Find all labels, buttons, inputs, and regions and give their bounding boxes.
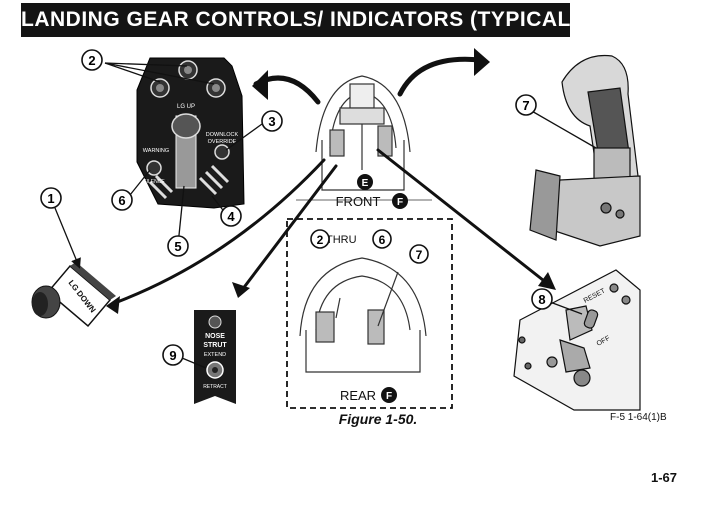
svg-text:1: 1 [47, 191, 54, 206]
control-stick-grip [529, 54, 641, 247]
rear-label: REAR [340, 388, 376, 403]
svg-text:8: 8 [538, 292, 545, 307]
callout-6: 6 [111, 189, 133, 211]
landing-gear-control-panel: LG UP DOWNLOCK OVERRIDE WARNING SILENCE [136, 57, 245, 209]
svg-text:3: 3 [268, 114, 275, 129]
downlock-override-button [214, 144, 230, 160]
override-label: OVERRIDE [208, 139, 237, 145]
svg-text:6: 6 [379, 233, 386, 247]
figure-caption: Figure 1-50. [338, 411, 418, 427]
badge-f: F [392, 193, 408, 209]
svg-text:F: F [397, 197, 403, 208]
lg-down-handle: LG DOWN [31, 262, 116, 328]
lg-up-label: LG UP [177, 104, 195, 110]
silence-label: SILENCE [143, 179, 165, 185]
strut-label: STRUT [203, 342, 227, 349]
svg-text:E: E [362, 178, 369, 189]
page-number: 1-67 [651, 470, 678, 485]
callout-1: 1 [40, 187, 62, 209]
gear-handle-knob [171, 113, 201, 139]
arrow-to-lg-down-handle [110, 158, 326, 306]
warning-silence-button [146, 160, 162, 176]
front-label: FRONT [336, 194, 381, 209]
callout-7-inset: 7 [409, 244, 429, 264]
callout-3: 3 [261, 110, 283, 132]
retract-label: RETRACT [203, 384, 227, 390]
warning-label: WARNING [143, 148, 169, 154]
svg-text:5: 5 [174, 239, 181, 254]
rear-cockpit-inset [286, 218, 453, 409]
badge-f-rear: F [381, 387, 397, 403]
page-title: LANDING GEAR CONTROLS/ INDICATORS (TYPIC… [21, 3, 578, 37]
svg-text:7: 7 [522, 98, 529, 113]
svg-text:7: 7 [416, 248, 423, 262]
reset-switch-panel: RESET OFF [513, 269, 641, 411]
arrow-to-nose-strut [240, 164, 338, 292]
nose-strut-placard: NOSE STRUT EXTEND RETRACT [194, 310, 236, 404]
callout-8: 8 [531, 288, 553, 310]
figure-reference: F-5 1-64(1)B [610, 412, 667, 423]
svg-text:2: 2 [317, 233, 324, 247]
thru-label: THRU [326, 234, 357, 246]
downlock-label: DOWNLOCK [206, 132, 239, 138]
callout-2: 2 [81, 49, 103, 71]
front-cockpit-view [296, 75, 432, 201]
svg-text:4: 4 [227, 209, 235, 224]
rear-cockpit-view [299, 257, 427, 373]
svg-text:2: 2 [88, 53, 95, 68]
nose-label: NOSE [205, 333, 225, 340]
svg-text:6: 6 [118, 193, 125, 208]
arrow-to-reset-panel [376, 148, 550, 286]
svg-text:9: 9 [169, 348, 176, 363]
callout-6-inset: 6 [372, 229, 392, 249]
badge-e: E [357, 174, 373, 190]
callout-5: 5 [167, 235, 189, 257]
svg-text:F: F [386, 391, 392, 402]
callout-4: 4 [220, 205, 242, 227]
extend-label: EXTEND [204, 352, 226, 358]
callout-9: 9 [162, 344, 184, 366]
arrow-to-stick-grip [397, 56, 483, 97]
callout-7: 7 [515, 94, 537, 116]
callout-2-inset: 2 [310, 229, 330, 249]
